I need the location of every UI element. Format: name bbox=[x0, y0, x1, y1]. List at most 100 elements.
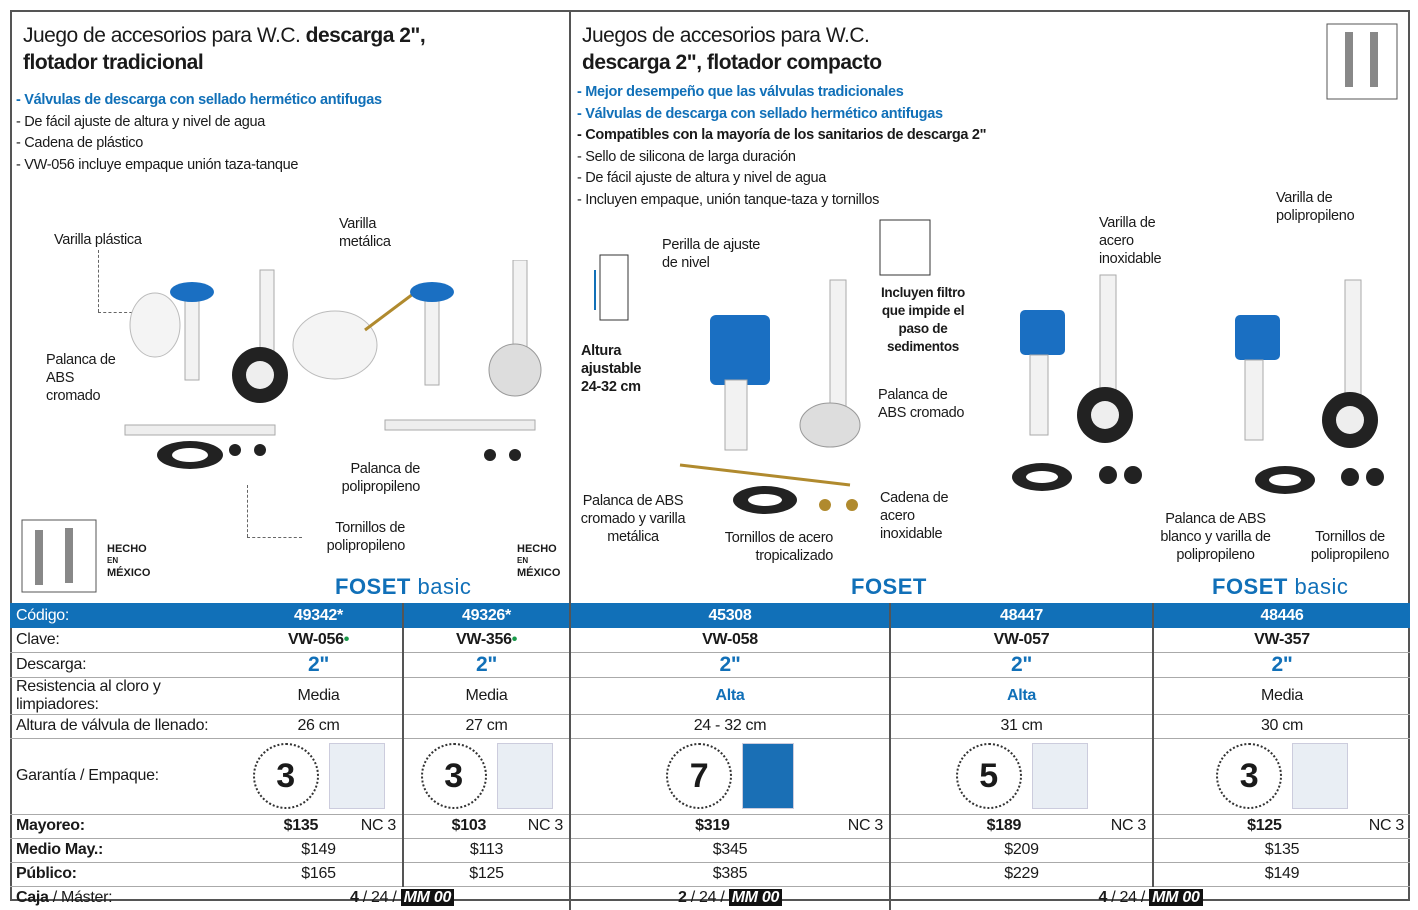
row-publico: Público: $165 $125 $385 $229 $149 bbox=[10, 862, 1410, 887]
callout-filtro: Incluyen filtro que impide el paso de se… bbox=[880, 285, 965, 354]
callout-varilla-metalica: Varilla metálica bbox=[339, 216, 391, 250]
warranty-seal: 7 bbox=[666, 743, 732, 809]
altura: 27 cm bbox=[402, 714, 570, 739]
resistencia: Alta bbox=[889, 677, 1153, 715]
green-dot-icon: • bbox=[511, 630, 518, 648]
right-title: Juegos de accesorios para W.C.descarga 2… bbox=[582, 24, 882, 74]
brand-foset-basic: FOSET basic bbox=[1212, 574, 1349, 599]
product-code: 48446 bbox=[1152, 603, 1410, 628]
brand-foset: FOSET bbox=[851, 574, 927, 599]
clave: VW-357 bbox=[1152, 628, 1410, 653]
leader bbox=[98, 312, 148, 313]
label: Medio May.: bbox=[10, 838, 235, 863]
nc-label: NC 3 bbox=[1368, 817, 1405, 834]
toilet-tank-icon bbox=[1326, 23, 1398, 100]
mm-badge: MM 00 bbox=[728, 889, 783, 907]
row-garantia: Garantía / Empaque: 3 3 7 5 3 bbox=[10, 738, 1410, 815]
price-medio: $345 bbox=[569, 838, 890, 863]
label: Resistencia al cloro y limpiadores: bbox=[10, 677, 235, 715]
product-illustration-left bbox=[124, 260, 542, 469]
price-publico: $149 bbox=[1152, 862, 1410, 887]
clave: VW-058 bbox=[569, 628, 890, 653]
product-code: 45308 bbox=[569, 603, 890, 628]
brand-foset-basic: FOSET basic bbox=[335, 574, 472, 599]
altura: 26 cm bbox=[235, 714, 403, 739]
altura: 31 cm bbox=[889, 714, 1153, 739]
caja-qty: 2 bbox=[677, 889, 687, 907]
label: Código: bbox=[10, 603, 235, 628]
label: Descarga: bbox=[10, 652, 235, 678]
resistencia: Alta bbox=[569, 677, 890, 715]
descarga: 2" bbox=[569, 652, 890, 678]
warranty-seal: 3 bbox=[252, 743, 319, 809]
label: Clave: bbox=[10, 628, 235, 653]
row-medio-mayoreo: Medio May.: $149 $113 $345 $209 $135 bbox=[10, 838, 1410, 863]
warranty-seal: 3 bbox=[420, 743, 487, 809]
callout-altura: Altura ajustable 24-32 cm bbox=[581, 343, 642, 395]
label: Mayoreo: bbox=[10, 814, 235, 839]
master-qty: / 24 / bbox=[1107, 889, 1150, 907]
descarga: 2" bbox=[402, 652, 570, 678]
callout-palanca-abs: Palanca de ABS cromado bbox=[46, 352, 116, 404]
callout-palanca-blanco: Palanca de ABS blanco y varilla de polip… bbox=[1160, 511, 1271, 563]
master-qty: / 24 / bbox=[686, 889, 729, 907]
callout-tornillos-acero: Tornillos de acero tropicalizado bbox=[724, 530, 834, 564]
callout-palanca-polipropileno: Palanca de polipropileno bbox=[341, 461, 421, 495]
callout-perilla: Perilla de ajuste de nivel bbox=[662, 237, 761, 271]
clave: VW-056 bbox=[288, 630, 344, 648]
product-code: 49326* bbox=[402, 603, 570, 628]
callout-palanca-cromado: Palanca de ABS cromado bbox=[878, 387, 965, 421]
package-image bbox=[328, 743, 385, 809]
price-medio: $209 bbox=[889, 838, 1153, 863]
left-title: Juego de accesorios para W.C. descarga 2… bbox=[23, 24, 426, 74]
price-mayoreo: $189 bbox=[986, 817, 1022, 834]
package-image bbox=[1292, 743, 1348, 809]
product-code: 49342* bbox=[235, 603, 403, 628]
divider bbox=[569, 10, 571, 603]
clave: VW-057 bbox=[889, 628, 1153, 653]
price-publico: $125 bbox=[402, 862, 570, 887]
price-medio: $149 bbox=[235, 838, 403, 863]
product-spec-table: Código: 49342* 49326* 45308 48447 48446 … bbox=[10, 603, 1410, 910]
callout-varilla-polipropileno: Varilla de polipropileno bbox=[1276, 190, 1355, 224]
row-descarga: Descarga: 2" 2" 2" 2" 2" bbox=[10, 652, 1410, 678]
row-resistencia: Resistencia al cloro y limpiadores: Medi… bbox=[10, 677, 1410, 715]
package-box-image bbox=[742, 743, 794, 809]
package-image bbox=[496, 743, 553, 809]
label: Garantía / Empaque: bbox=[10, 738, 235, 815]
row-clave: Clave: VW-056• VW-356• VW-058 VW-057 VW-… bbox=[10, 628, 1410, 653]
callout-cadena: Cadena de acero inoxidable bbox=[880, 490, 949, 542]
mm-badge: MM 00 bbox=[1149, 889, 1203, 907]
descarga: 2" bbox=[235, 652, 403, 678]
price-mayoreo: $135 bbox=[283, 817, 319, 834]
caja-qty: 4 bbox=[1098, 889, 1108, 907]
callout-tornillos-polipropileno: Tornillos de polipropileno bbox=[1310, 529, 1390, 563]
callout-palanca-varilla: Palanca de ABS cromado y varilla metálic… bbox=[580, 493, 686, 545]
green-dot-icon: • bbox=[343, 630, 350, 648]
label: Caja bbox=[16, 889, 49, 907]
price-mayoreo: $125 bbox=[1247, 817, 1282, 834]
label: Altura de válvula de llenado: bbox=[10, 714, 235, 739]
price-mayoreo: $319 bbox=[695, 817, 730, 834]
right-features: - Mejor desempeño que las válvulas tradi… bbox=[577, 84, 987, 208]
price-medio: $135 bbox=[1152, 838, 1410, 863]
nc-label: NC 3 bbox=[527, 817, 564, 834]
nc-label: NC 3 bbox=[847, 817, 884, 834]
callout-tornillos: Tornillos de polipropileno bbox=[326, 520, 406, 554]
nc-label: NC 3 bbox=[360, 817, 397, 834]
descarga: 2" bbox=[889, 652, 1153, 678]
price-publico: $165 bbox=[235, 862, 403, 887]
warranty-seal: 3 bbox=[1216, 743, 1282, 809]
caja-qty: 4 bbox=[349, 889, 359, 907]
package-image bbox=[1031, 743, 1088, 809]
callout-varilla-plastica: Varilla plástica bbox=[54, 232, 142, 248]
callout-varilla-acero: Varilla de acero inoxidable bbox=[1099, 215, 1162, 267]
resistencia: Media bbox=[402, 677, 570, 715]
resistencia: Media bbox=[235, 677, 403, 715]
warranty-seal: 5 bbox=[955, 743, 1022, 809]
leader bbox=[247, 537, 302, 538]
nc-label: NC 3 bbox=[1110, 817, 1147, 834]
row-codigo: Código: 49342* 49326* 45308 48447 48446 bbox=[10, 603, 1410, 628]
